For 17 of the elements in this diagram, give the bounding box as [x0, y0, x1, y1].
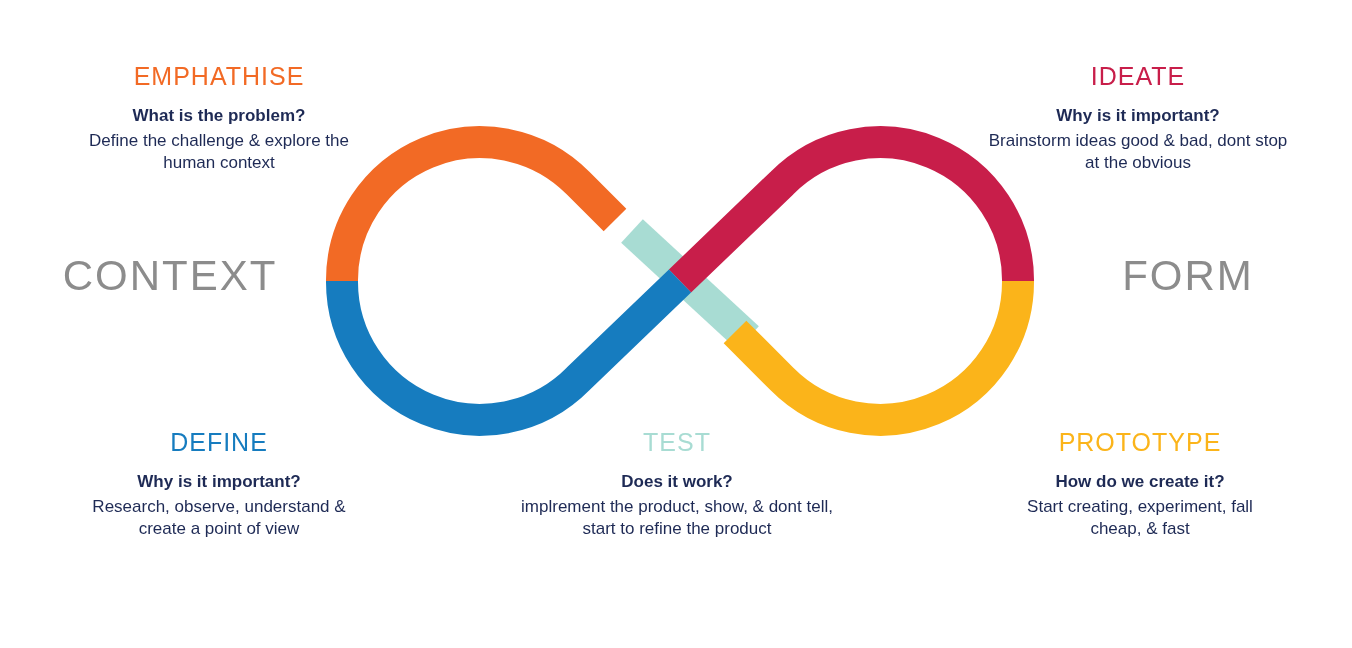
stage-question: Why is it important?: [137, 472, 301, 492]
stage-heading: DEFINE: [170, 428, 268, 457]
stage-question: Why is it important?: [1056, 106, 1220, 126]
stage-description: Define the challenge & explore the human context: [88, 130, 350, 174]
stage-heading: PROTOTYPE: [1058, 428, 1222, 457]
stage-question: How do we create it?: [1055, 472, 1225, 492]
side-label: FORM: [1122, 252, 1254, 300]
stage-description: Research, observe, understand & create a point of view: [91, 496, 347, 540]
stage-heading: IDEATE: [1090, 62, 1186, 91]
stage-description: implrement the product, show, & dont tell, start to refine the product: [520, 496, 834, 540]
stage-heading: EMPHATHISE: [133, 62, 305, 91]
side-label: CONTEXT: [62, 252, 278, 300]
stage-heading: TEST: [643, 428, 711, 457]
stage-question: Does it work?: [621, 472, 733, 492]
stage-question: What is the problem?: [132, 106, 306, 126]
stage-description: Start creating, experiment, fall cheap, & fast: [1026, 496, 1254, 540]
stage-description: Brainstorm ideas good & bad, dont stop at the obvious: [988, 130, 1288, 174]
